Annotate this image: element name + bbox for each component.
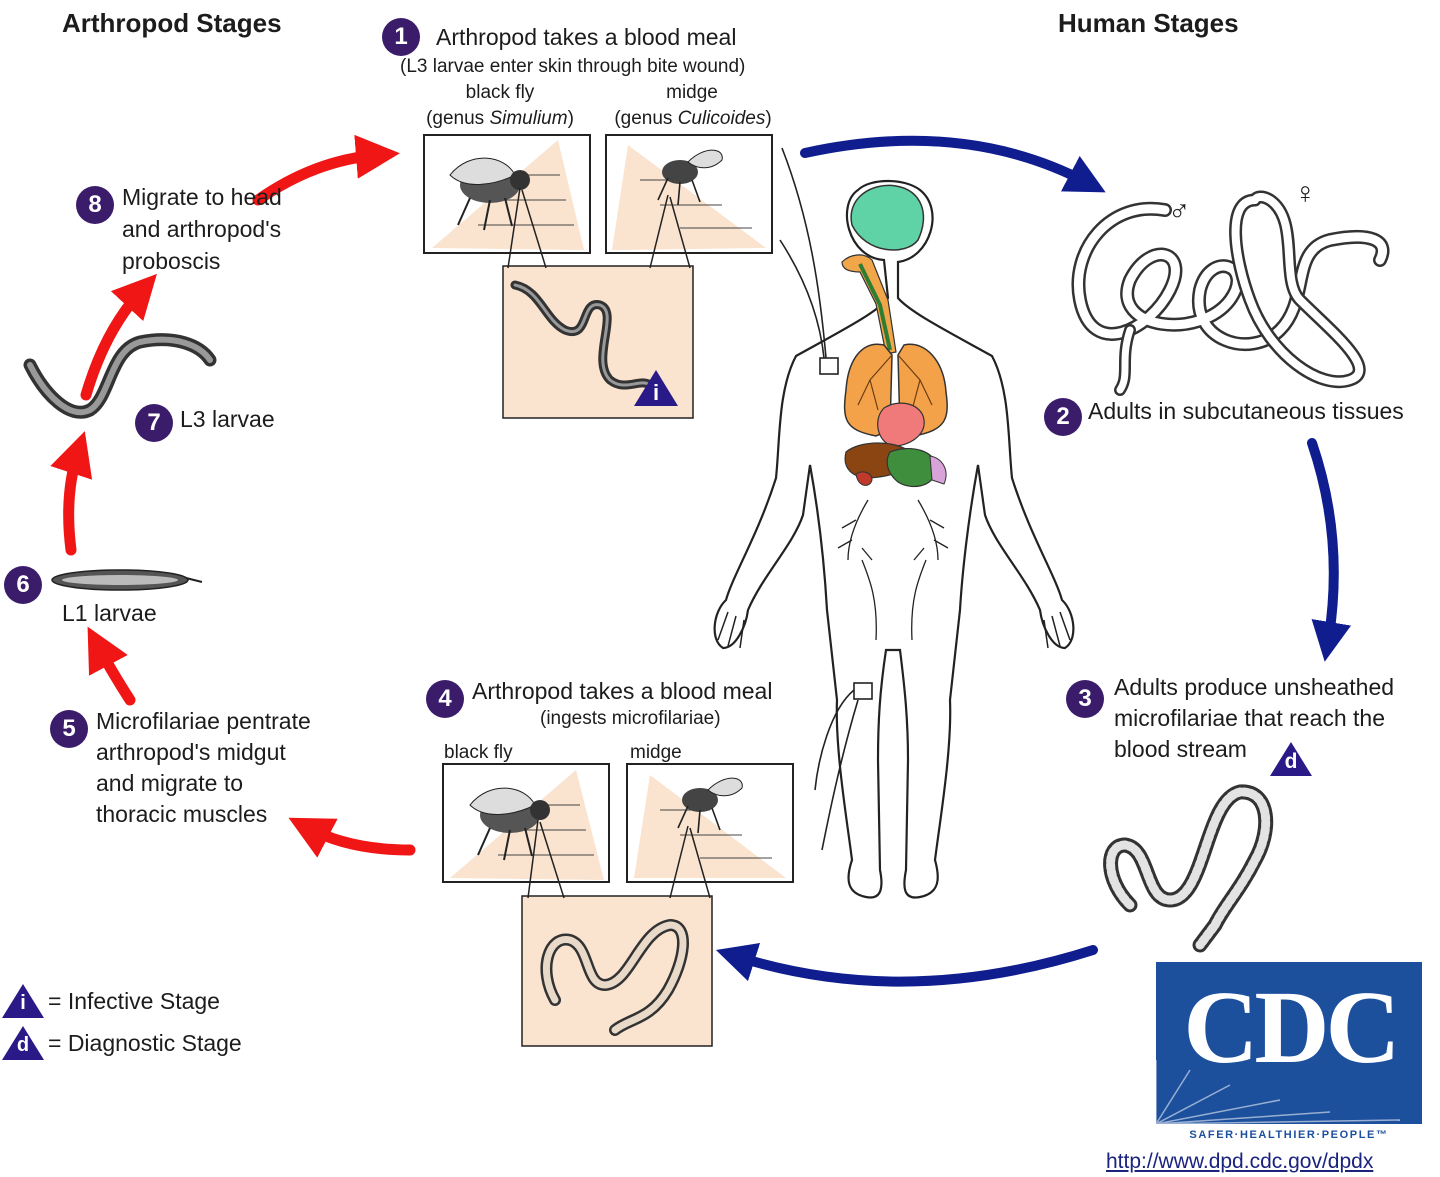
- male-symbol: ♂: [1168, 195, 1191, 228]
- legend-infective-symbol: i: [20, 992, 26, 1014]
- arrow-6-to-7: [50, 431, 93, 556]
- step-6-badge: 6: [4, 566, 42, 604]
- microfilaria-drawing: [1103, 784, 1274, 953]
- arrow-1-to-2: [800, 135, 1106, 193]
- adult-worms-drawing: [1071, 190, 1390, 396]
- arthropod-stages-title: Arthropod Stages: [62, 8, 282, 38]
- legend-diagnostic-triangle: [2, 1026, 44, 1060]
- step1-fly-box: [423, 134, 591, 254]
- step-5-line-3: and migrate to: [96, 770, 244, 796]
- step-6-text: L1 larvae: [62, 600, 157, 626]
- red-cycle-arrows: [50, 134, 416, 858]
- human-stages-title: Human Stages: [1058, 8, 1239, 38]
- step-5-badge: 5: [50, 710, 88, 748]
- step-8-line-2: and arthropod's: [122, 216, 282, 242]
- cdc-url-link[interactable]: http://www.dpd.cdc.gov/dpdx: [1106, 1150, 1374, 1173]
- legend-infective-triangle: [2, 984, 44, 1018]
- cdc-logo-text: CDC: [1183, 970, 1400, 1085]
- stomach: [886, 448, 937, 488]
- step-4-badge: 4: [426, 680, 464, 718]
- step-8-line-3: proboscis: [122, 248, 221, 274]
- arrow-7-to-8: [80, 273, 157, 401]
- heart: [877, 402, 925, 447]
- step-3-badge: 3: [1066, 680, 1104, 718]
- step-4-subtext: (ingests microfilariae): [540, 708, 721, 729]
- cdc-logo: [1156, 962, 1422, 1124]
- step-8-line-1: Migrate to head: [122, 184, 282, 210]
- arrow-3-to-4: [715, 942, 1098, 987]
- human-body: [713, 147, 1075, 899]
- diagnostic-triangle-step3: [1270, 742, 1312, 776]
- step4-fly-box: [442, 763, 610, 883]
- female-symbol: ♀: [1294, 177, 1317, 210]
- infective-triangle-step1: [634, 370, 678, 406]
- step-8-badge: 8: [76, 186, 114, 224]
- brain: [850, 184, 925, 251]
- legend-infective-label: = Infective Stage: [48, 988, 220, 1014]
- arrow-4-to-5: [288, 817, 416, 858]
- arrow-8-to-1: [252, 134, 400, 206]
- step1-midge-box: [605, 134, 773, 254]
- step-2-badge: 2: [1044, 398, 1082, 436]
- diagnostic-stage-marker: d: [1284, 750, 1298, 773]
- blue-cycle-arrows: [715, 135, 1352, 987]
- step-1-black-fly-label: black fly: [465, 82, 535, 103]
- infective-stage-marker: i: [652, 380, 660, 405]
- arrow-5-to-6: [87, 626, 136, 706]
- step-1-badge: 1: [382, 18, 420, 56]
- legend-diagnostic-label: = Diagnostic Stage: [48, 1030, 242, 1056]
- l3-larva-left-drawing: [23, 333, 217, 419]
- step-2-text: Adults in subcutaneous tissues: [1088, 398, 1404, 424]
- step-3-line-1: Adults produce unsheathed: [1114, 674, 1395, 700]
- step-1-text: Arthropod takes a blood meal: [436, 24, 737, 50]
- step4-microfilaria-panel: [521, 819, 713, 1047]
- step-1-midge-genus: (genus Culicoides): [614, 108, 772, 129]
- cdc-tagline: SAFER·HEALTHIER·PEOPLE™: [1189, 1129, 1389, 1141]
- step-7-badge: 7: [135, 404, 173, 442]
- step-3-line-2: microfilariae that reach the: [1114, 705, 1386, 731]
- arrow-2-to-3: [1307, 438, 1352, 662]
- step-4-text: Arthropod takes a blood meal: [472, 678, 773, 704]
- step-5-line-1: Microfilariae pentrate: [96, 708, 311, 734]
- step-5-line-2: arthropod's midgut: [96, 739, 286, 765]
- step-3-line-3: blood stream: [1114, 736, 1247, 762]
- step-5-line-4: thoracic muscles: [96, 801, 268, 827]
- step-1-subtext: (L3 larvae enter skin through bite wound…: [400, 56, 746, 77]
- step-4-midge-label: midge: [630, 742, 682, 763]
- step-4-black-fly-label: black fly: [444, 742, 513, 763]
- step4-midge-box: [626, 763, 794, 883]
- step-1-black-fly-genus: (genus Simulium): [426, 108, 574, 129]
- l1-larva-drawing: [51, 569, 203, 591]
- legend-diagnostic-symbol: d: [16, 1034, 30, 1056]
- step-1-midge-label: midge: [666, 82, 718, 103]
- step-7-text: L3 larvae: [180, 406, 275, 432]
